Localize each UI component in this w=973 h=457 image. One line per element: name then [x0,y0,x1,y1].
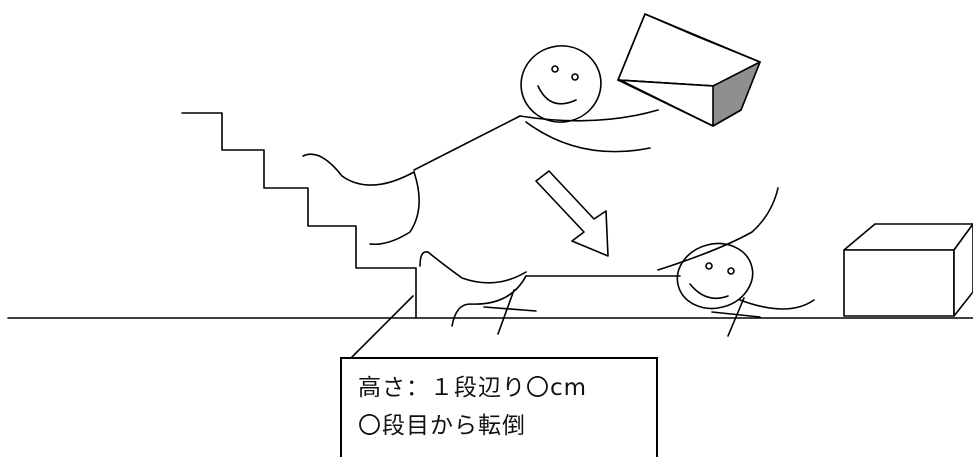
fallen-person-leg-lower [451,275,527,327]
falling-person-arm-lower [525,121,651,153]
falling-person-body [413,115,521,171]
falling-person-mouth [537,85,577,105]
falling-person-leg-front [369,171,420,246]
fallen-person-eye-right [727,267,735,275]
fall-direction-arrow [535,170,609,257]
fallen-person-eye-left [705,262,713,270]
tumbling-box-edge [617,79,714,87]
fallen-person-leg-upper [419,250,527,284]
dropped-box [843,223,973,317]
fallen-person-arm-lower [739,299,815,310]
dropped-box-top [843,223,973,251]
callout-box: 高さ：１段辺り〇cm 〇段目から転倒 [340,357,658,457]
impact-mark-head [711,297,761,337]
callout-height-text: 高さ：１段辺り〇cm [358,375,588,401]
falling-person-arm-upper [519,109,659,122]
tumbling-box-side [712,61,761,127]
dropped-box-front [843,249,955,317]
fallen-person-head [676,242,754,310]
dropped-box-side [953,223,973,317]
fallen-person [419,187,815,327]
staircase [181,112,417,319]
tumbling-box [617,13,761,127]
impact-mark-feet [483,289,537,335]
callout-step-text: 〇段目から転倒 [358,413,526,439]
callout-leader-line [345,295,414,364]
falling-person-eye-right [571,73,579,81]
falling-person-eye-left [551,65,559,73]
falling-person-leg-back [302,153,415,186]
fallen-person-arm-upper [657,187,779,271]
falling-person [302,45,659,246]
fallen-person-mouth [689,283,729,300]
falling-person-head [520,45,602,123]
